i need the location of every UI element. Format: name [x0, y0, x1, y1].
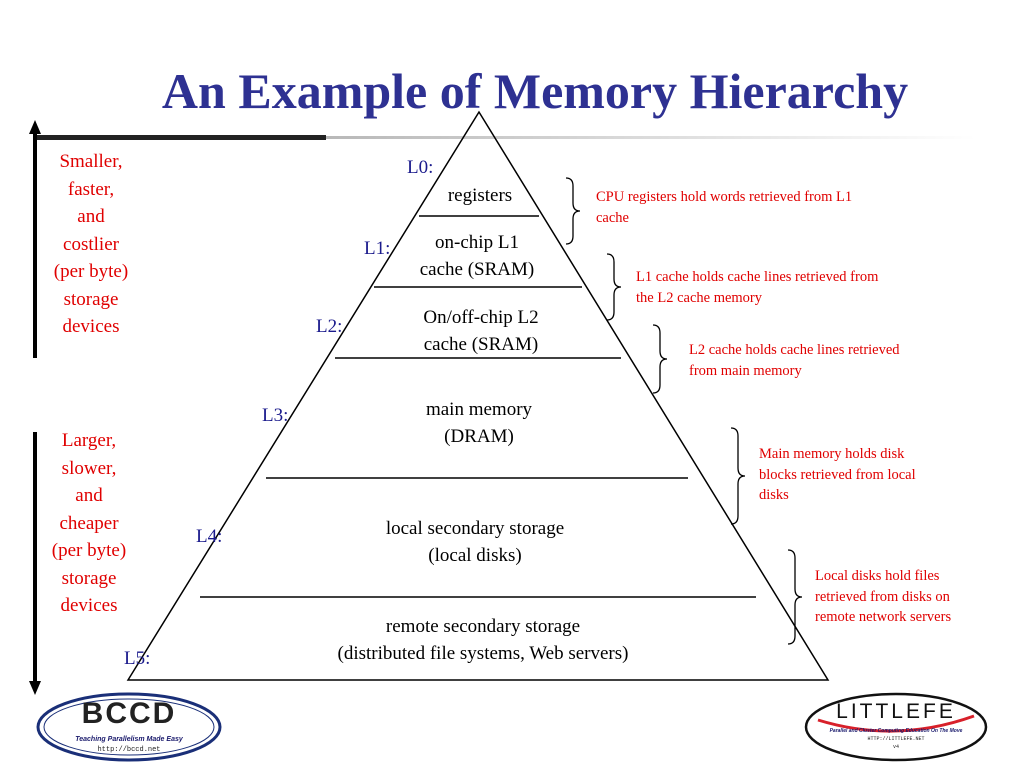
littlefe-logo: LITTLEFE Parallel and Cluster Computing …: [804, 692, 988, 762]
page-title: An Example of Memory Hierarchy: [161, 63, 909, 119]
tier-l1-cache: on-chip L1 cache (SRAM): [377, 229, 577, 283]
bccd-logo-url: http://bccd.net: [97, 746, 161, 754]
brace-icon: [652, 324, 668, 394]
tier-label-line: On/off-chip L2: [423, 307, 539, 328]
side-label-line: slower,: [61, 457, 117, 479]
tier-registers: registers: [380, 182, 580, 209]
note-local-disks: Local disks hold files retrieved from di…: [815, 566, 1015, 628]
note-line: blocks retrieved from local: [759, 466, 916, 483]
bccd-logo-oval: [36, 692, 222, 762]
side-label-line: Larger,: [61, 430, 117, 451]
level-label-l2: L2:: [316, 316, 343, 337]
tier-label-line: (local disks): [428, 545, 522, 566]
note-l1-cache: L1 cache holds cache lines retrieved fro…: [636, 267, 956, 308]
side-label-line: devices: [60, 595, 118, 616]
note-line: retrieved from disks on: [815, 588, 950, 605]
level-label-l3: L3:: [262, 405, 289, 426]
note-line: L2 cache holds cache lines retrieved: [689, 342, 900, 358]
note-main-memory: Main memory holds disk blocks retrieved …: [759, 444, 989, 506]
note-line: Main memory holds disk: [759, 446, 905, 462]
littlefe-logo-tagline: Parallel and Cluster Computing Education…: [829, 728, 963, 734]
tier-l2-cache: On/off-chip L2 cache (SRAM): [381, 304, 581, 358]
brace-icon: [730, 427, 746, 525]
tier-label-line: cache (SRAM): [423, 334, 539, 355]
brace-icon: [787, 549, 803, 645]
tier-remote-storage: remote secondary storage (distributed fi…: [283, 613, 683, 667]
side-label-line: devices: [62, 316, 120, 337]
tier-label-line: remote secondary storage: [385, 616, 581, 637]
note-line: from main memory: [689, 362, 802, 379]
level-label-l4: L4:: [196, 526, 223, 547]
side-label-line: (per byte): [51, 540, 127, 561]
tier-label-line: (distributed file systems, Web servers): [337, 643, 629, 664]
tier-local-storage: local secondary storage (local disks): [325, 515, 625, 569]
brace-icon: [565, 177, 581, 245]
down-arrow-icon: [29, 432, 41, 695]
note-registers: CPU registers hold words retrieved from …: [596, 187, 916, 228]
side-label-line: Smaller,: [59, 151, 123, 172]
littlefe-logo-url: HTTP://LITTLEFE.NET: [867, 736, 925, 742]
side-label-line: (per byte): [53, 261, 129, 282]
side-label-line: costlier: [63, 233, 119, 255]
note-line: Local disks hold files: [815, 568, 940, 584]
note-line: cache: [596, 209, 629, 226]
side-label-line: and: [77, 206, 105, 227]
tier-label-line: cache (SRAM): [419, 259, 535, 280]
brace-icon: [606, 253, 622, 321]
bccd-logo: BCCD Teaching Parallelism Made Easy http…: [36, 692, 222, 762]
tier-label-line: (DRAM): [444, 426, 514, 447]
note-line: remote network servers: [815, 609, 952, 625]
note-l2-cache: L2 cache holds cache lines retrieved fro…: [689, 340, 989, 381]
up-arrow-icon: [29, 120, 41, 358]
side-label-larger-slower: Larger, slower, and cheaper (per byte) s…: [34, 427, 144, 620]
side-label-line: faster,: [67, 178, 115, 200]
tier-label-line: registers: [447, 185, 513, 206]
pyramid-outline: [126, 110, 830, 681]
side-label-line: storage: [63, 288, 119, 310]
title-rule-fade: [326, 136, 976, 139]
level-label-l1: L1:: [364, 238, 391, 259]
bccd-logo-text: BCCD: [81, 697, 177, 730]
side-label-line: and: [75, 485, 103, 506]
tier-label-line: on-chip L1: [435, 232, 519, 253]
tier-label-line: local secondary storage: [385, 518, 565, 539]
side-label-line: cheaper: [59, 512, 119, 534]
note-line: disks: [759, 487, 789, 503]
side-label-line: storage: [61, 567, 117, 589]
bccd-logo-tagline: Teaching Parallelism Made Easy: [75, 736, 183, 743]
littlefe-logo-text: LITTLEFE: [836, 700, 956, 723]
littlefe-logo-oval: [804, 692, 988, 762]
note-line: the L2 cache memory: [636, 289, 763, 306]
note-line: L1 cache holds cache lines retrieved fro…: [636, 269, 879, 285]
side-label-smaller-faster: Smaller, faster, and costlier (per byte)…: [36, 148, 146, 341]
littlefe-logo-version: v4: [892, 744, 899, 750]
level-label-l5: L5:: [124, 648, 151, 669]
note-line: CPU registers hold words retrieved from …: [596, 189, 853, 205]
level-label-l0: L0:: [407, 157, 434, 178]
tier-main-memory: main memory (DRAM): [379, 396, 579, 450]
title-rule-dark: [36, 135, 326, 140]
tier-label-line: main memory: [425, 399, 533, 420]
